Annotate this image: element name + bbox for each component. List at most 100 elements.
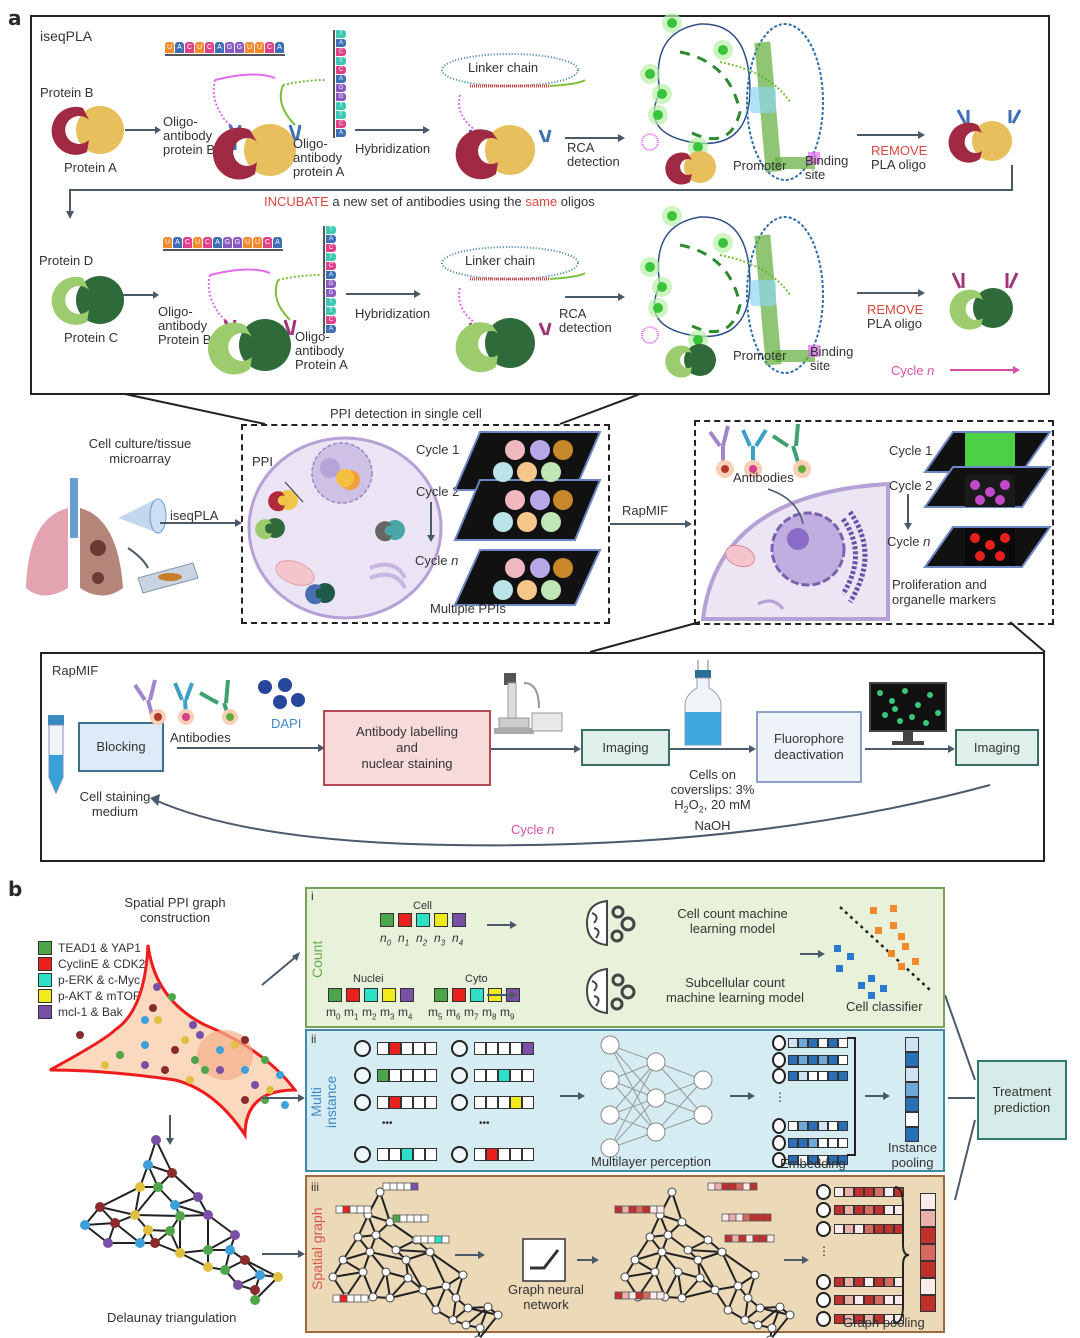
nucleotide: T	[326, 226, 336, 234]
nucleotide: G	[223, 237, 232, 248]
legend-item: mcl-1 & Bak	[38, 1004, 145, 1020]
vector-cell	[920, 1244, 936, 1261]
graph-node	[703, 1235, 713, 1245]
rapmif-cycle-n-label: Cycle n	[511, 822, 555, 837]
ppi-dot	[161, 1066, 169, 1074]
nucleotide: G	[336, 84, 346, 92]
feature-cell	[349, 1205, 358, 1214]
graph-node	[403, 1273, 413, 1283]
graph-edge	[429, 1251, 447, 1287]
instance-node	[451, 1040, 468, 1057]
vector-cell	[884, 1295, 894, 1305]
feature-cell	[346, 1294, 355, 1303]
linker-chain-complex	[441, 53, 586, 180]
legend-swatch	[38, 1005, 52, 1019]
nucleotide: T	[326, 253, 336, 261]
arrow-icon	[455, 1251, 485, 1259]
graph-embedding-node	[816, 1292, 831, 1308]
protein-b-label: Protein B	[40, 85, 94, 100]
vector-cell	[522, 1148, 534, 1161]
embedding-bracket	[847, 1037, 856, 1156]
embedding-row	[772, 1052, 848, 1068]
vector-cell	[874, 1224, 884, 1234]
antibodies-step-label: Antibodies	[170, 730, 231, 745]
ppi-label: PPI	[252, 454, 273, 469]
vector-cell	[838, 1055, 848, 1065]
vector-cell	[828, 1055, 838, 1065]
graph-node	[143, 1225, 153, 1235]
legend-item: CyclinE & CDK2	[38, 956, 145, 972]
vector-cell	[905, 1082, 919, 1097]
graph-node	[167, 1168, 177, 1178]
instance-node	[354, 1067, 371, 1084]
graph-node	[233, 1280, 243, 1290]
graph-edge	[624, 1271, 656, 1278]
nucleotide: C	[265, 42, 274, 53]
rca-amplification	[640, 13, 824, 185]
ppi-dot	[241, 1066, 249, 1074]
graph-edge	[465, 1306, 489, 1326]
graph-node	[645, 1232, 655, 1242]
graph-node	[273, 1272, 283, 1282]
graph-node	[743, 1293, 753, 1303]
graph-embedding-row	[816, 1292, 904, 1308]
incubate-instruction: INCUBATE a new set of antibodies using t…	[264, 194, 595, 209]
embedding-node	[772, 1118, 786, 1134]
ppi-slide-stack	[453, 431, 602, 606]
nucleotide: G	[336, 93, 346, 101]
graph-node	[353, 1232, 363, 1242]
graph-edge	[681, 1289, 716, 1299]
feature-cell	[628, 1291, 637, 1300]
arrow-icon	[865, 745, 955, 753]
graph-node	[240, 1255, 250, 1265]
vector-cell	[798, 1121, 808, 1131]
graph-edge	[687, 1249, 723, 1253]
vector-cell	[834, 1224, 844, 1234]
graph-node	[673, 1267, 683, 1277]
ppi-dot	[181, 1036, 189, 1044]
instance-row	[354, 1040, 437, 1057]
graph-edge	[634, 1251, 663, 1261]
feature-cell	[403, 1182, 412, 1191]
n-label: n0	[380, 931, 392, 948]
nucleotide: A	[336, 39, 346, 47]
cycle-n-arrow	[950, 366, 1020, 374]
ellipsis: •••	[382, 1118, 393, 1129]
graph-node	[461, 1320, 471, 1330]
vector-cell	[510, 1096, 522, 1109]
ppi-dot	[276, 1071, 284, 1079]
ppi-dot	[154, 1016, 162, 1024]
feature-cell	[382, 1182, 391, 1191]
arrow-icon	[487, 991, 517, 999]
mlp-neuron	[693, 1070, 713, 1090]
nucleotide: A	[215, 42, 224, 53]
vector-cell	[486, 1042, 498, 1055]
vector-cell	[838, 1155, 848, 1165]
feature-cell	[714, 1182, 723, 1191]
graph-edge	[634, 1236, 651, 1261]
graph-node	[165, 1226, 175, 1236]
feature-cell	[614, 1205, 623, 1214]
mlp-neuron	[693, 1105, 713, 1125]
vector-cell	[838, 1121, 848, 1131]
graph-node	[710, 1285, 720, 1295]
feature-cell	[749, 1182, 758, 1191]
vector-cell	[854, 1224, 864, 1234]
graph-node	[677, 1293, 687, 1303]
feature-cell	[731, 1234, 740, 1243]
nucleotide: A	[275, 42, 284, 53]
rapmif-title: RapMIF	[52, 663, 99, 678]
nucleotide: C	[326, 316, 336, 324]
vector-cell	[346, 988, 360, 1002]
protein-complex-ab-released	[948, 109, 1022, 163]
vector-cell	[474, 1148, 486, 1161]
nucleotide: C	[336, 48, 346, 56]
nuclei-label: Nuclei	[353, 973, 384, 985]
